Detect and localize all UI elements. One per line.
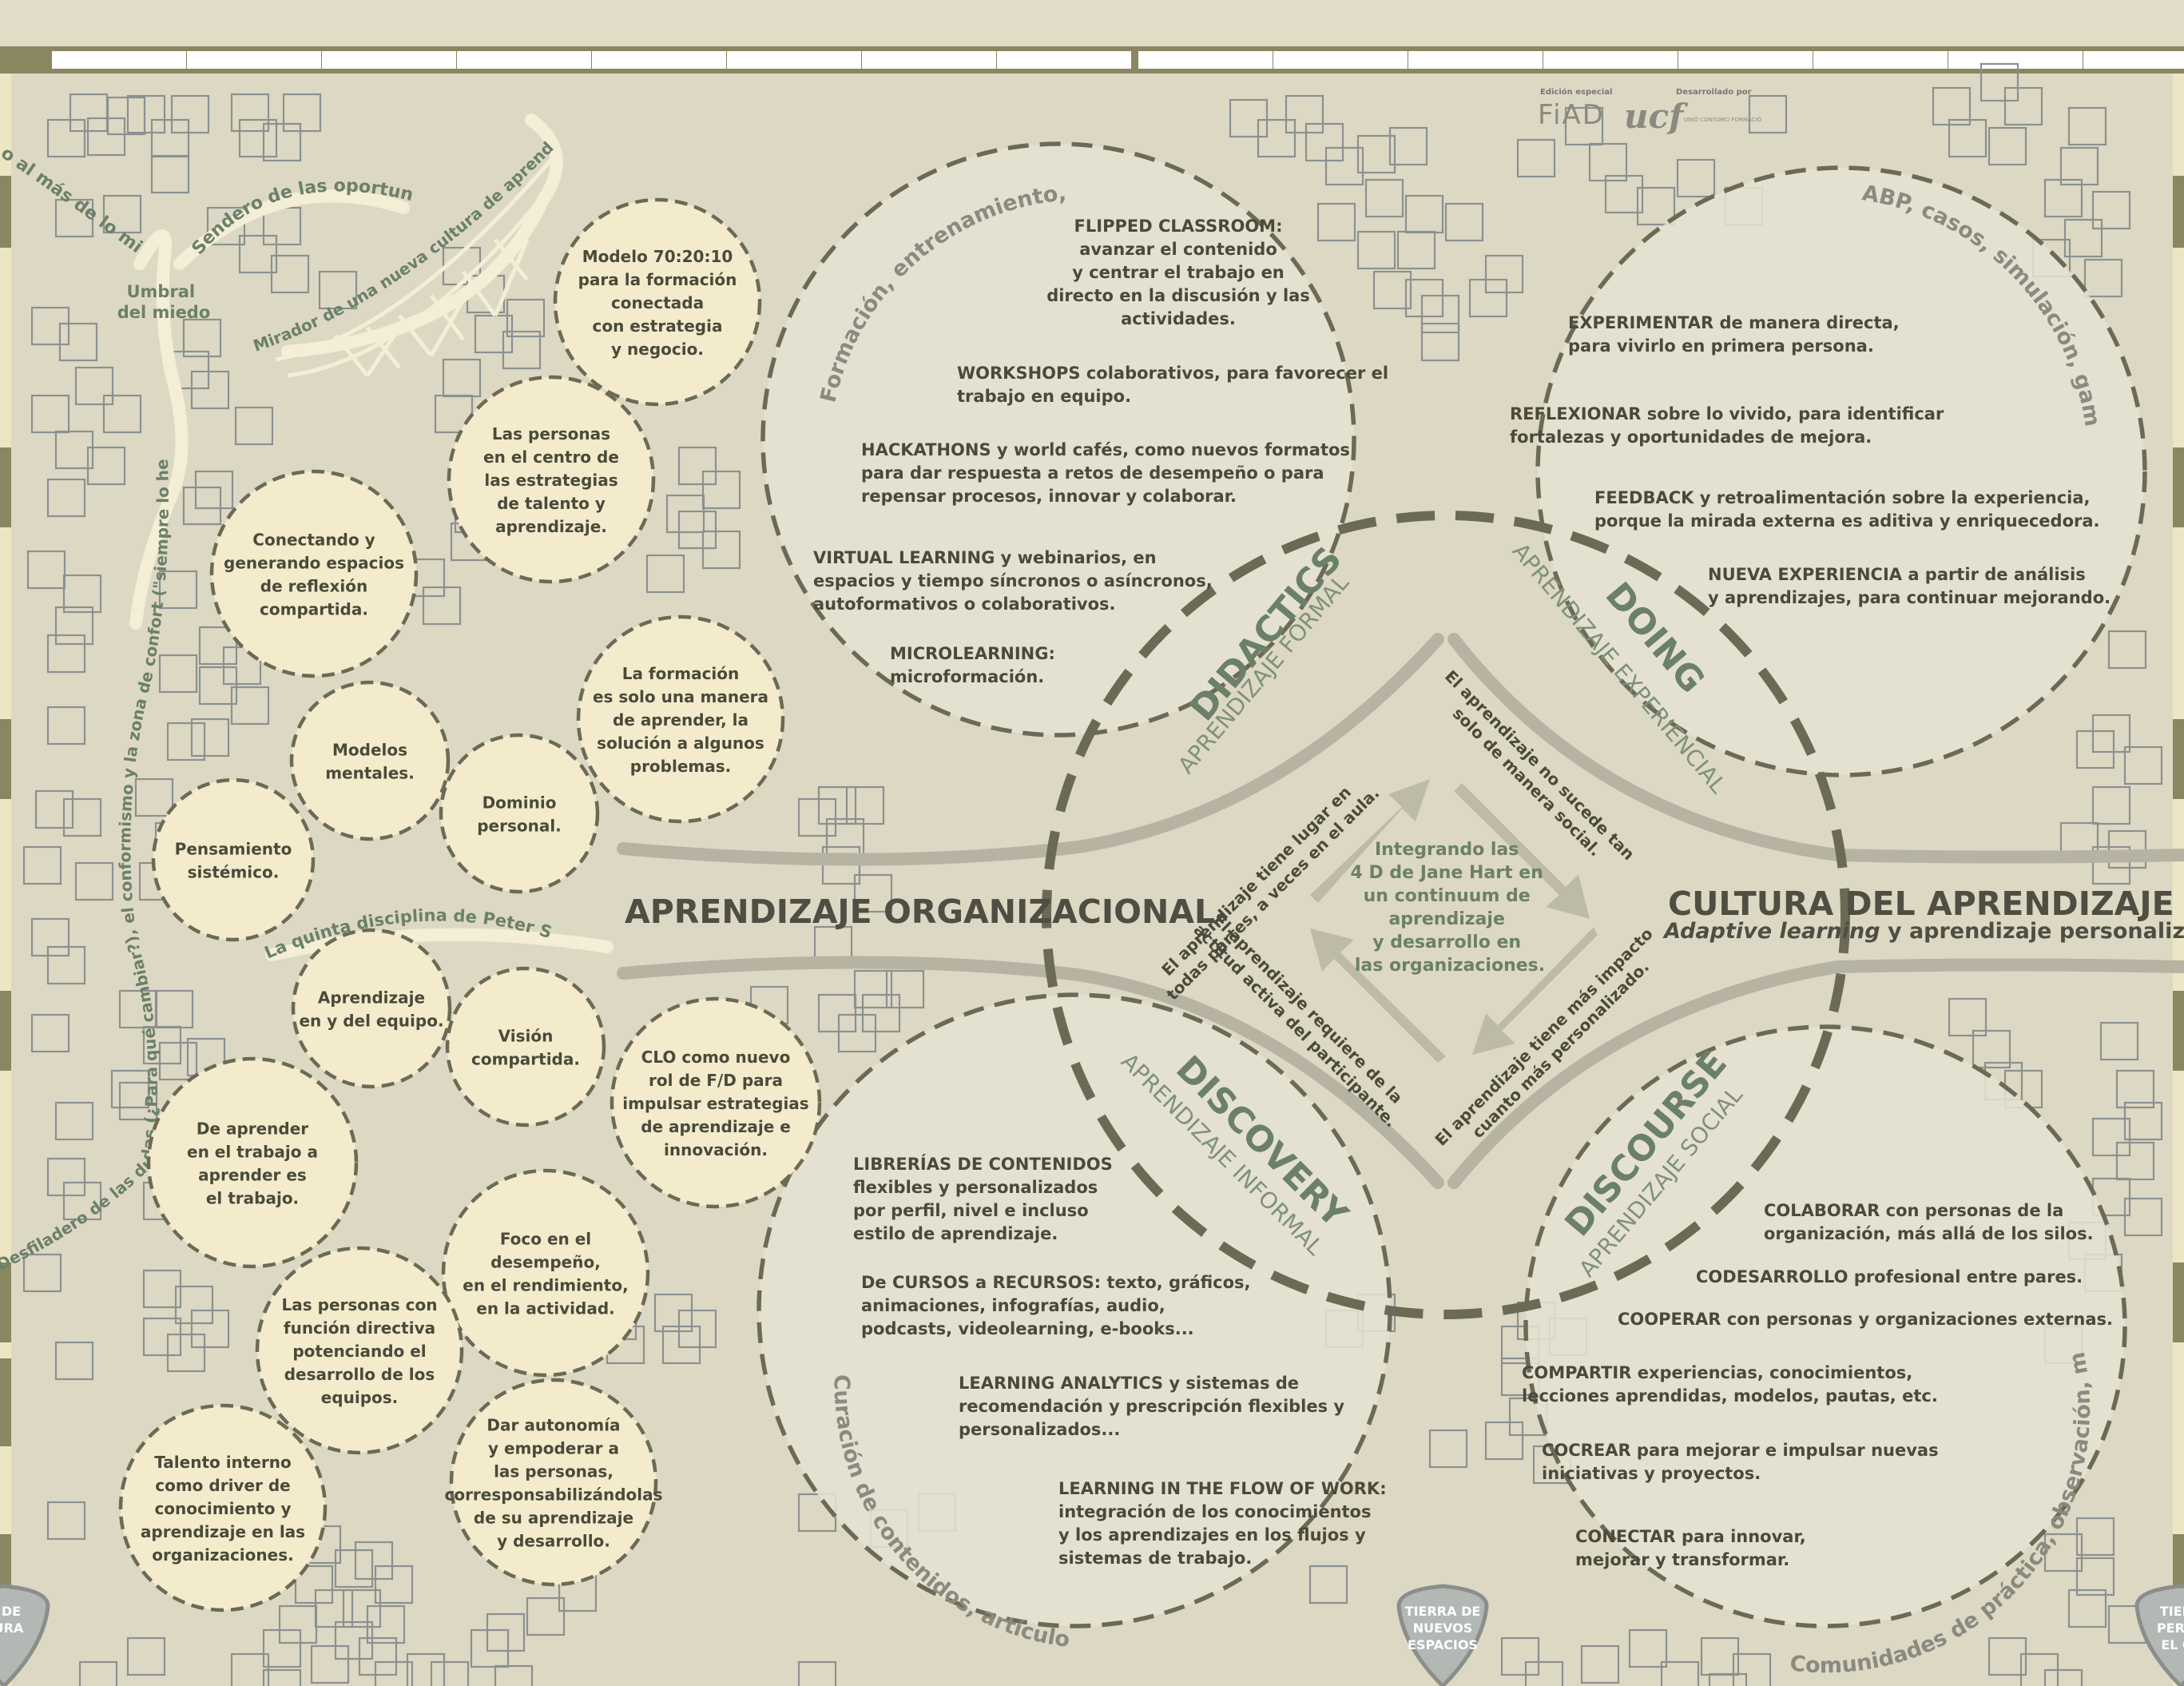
circle-cdeaprender — [146, 1056, 359, 1269]
discourse-item-compartir: COMPARTIR experiencias, conocimientos,le… — [1522, 1363, 1938, 1406]
circle-ctalento — [118, 1403, 328, 1612]
badge-left-text: A DETURA — [0, 1604, 24, 1636]
circle-cfoco — [441, 1168, 650, 1378]
circle-cautonomia — [449, 1378, 658, 1587]
title-organizational-learning: APRENDIZAJE ORGANIZACIONAL — [625, 893, 1215, 931]
doing-item-feedback: FEEDBACK y retroalimentación sobre la ex… — [1594, 488, 2100, 531]
svg-text:Umbral del miedo: Umbral del miedo — [117, 282, 211, 322]
brand-edition: Edición especial — [1540, 87, 1612, 97]
title-learning-culture: CULTURA DEL APRENDIZAJE — [1668, 885, 2174, 923]
badge-left — [0, 1584, 50, 1686]
center-line-3: un continuum de — [1364, 886, 1531, 906]
circle-cpersonas — [447, 375, 656, 584]
didactics-item-hackathons: HACKATHONS y world cafés, como nuevos fo… — [861, 440, 1350, 506]
circle-cclo — [610, 996, 822, 1209]
center-line-5: y desarrollo en — [1372, 932, 1521, 952]
center-line-1: Integrando las — [1375, 840, 1519, 860]
doing-item-experimentar: EXPERIMENTAR de manera directa,para vivi… — [1568, 313, 1900, 356]
didactics-item-workshops: WORKSHOPS colaborativos, para favorecer … — [957, 364, 1388, 406]
circle-cformacion — [576, 614, 785, 824]
center-line-2: 4 D de Jane Hart en — [1350, 863, 1543, 883]
center-line-4: aprendizaje — [1388, 909, 1504, 929]
subtitle-learning-culture: Adaptive learning y aprendizaje personal… — [1662, 919, 2184, 944]
path-label-comfort: Desfiladero de las dudas (¿Para qué camb… — [0, 0, 173, 1274]
center-line-6: las organizaciones. — [1355, 956, 1545, 976]
fear-label-1: Umbral — [126, 282, 195, 301]
discovery-item-flow: LEARNING IN THE FLOW OF WORK:integración… — [1058, 1479, 1387, 1568]
discourse-item-codesarrollo: CODESARROLLO profesional entre pares. — [1696, 1267, 2083, 1286]
discourse-item-conectar: CONECTAR para innovar,mejorar y transfor… — [1575, 1527, 1806, 1569]
svg-text:Desfiladero de las dudas (¿Par: Desfiladero de las dudas (¿Para qué camb… — [0, 0, 173, 1274]
subtitle-em: Adaptive learning — [1662, 919, 1880, 944]
badge-right — [2134, 1584, 2184, 1686]
circle-cpensam — [151, 777, 316, 942]
doing-item-reflexionar: REFLEXIONAR sobre lo vivido, para identi… — [1510, 404, 1944, 447]
circle-cdominio — [439, 733, 600, 894]
circle-cdirect — [255, 1246, 464, 1455]
badge-center — [1396, 1584, 1489, 1686]
badge-right-text: TIERRPERSOEL CE — [2157, 1604, 2184, 1652]
circle-cconect — [209, 469, 419, 678]
brand-ucf-sub: UNIÓ CONSORCI FORMACIÓ — [1684, 116, 1761, 123]
discourse-item-cooperar: COOPERAR con personas y organizaciones e… — [1618, 1310, 2113, 1329]
brand-fiad-logo: FiAD — [1538, 99, 1605, 131]
subtitle-rest: y aprendizaje personalizado — [1880, 919, 2184, 944]
circle-c7020 — [553, 197, 762, 407]
arrow-tr-line-1: El aprendizaje no sucede tan — [1441, 666, 1638, 864]
brand-developed-by: Desarrollado por — [1676, 88, 1752, 97]
discovery-item-cursos: De CURSOS a RECURSOS: texto, gráficos,an… — [861, 1273, 1251, 1338]
svg-text:Integrando las 4 D de Jane: Integrando las 4 D de Jane Hart en un co… — [1350, 840, 1549, 976]
didactics-item-micro: MICROLEARNING:microformación. — [890, 644, 1055, 686]
arrow-tr-line-2: solo de manera social. — [1449, 704, 1606, 861]
circle-cmodelos — [289, 680, 451, 841]
circle-cvision — [445, 966, 606, 1127]
fear-label-2: del miedo — [117, 303, 211, 322]
circle-capreq — [291, 928, 452, 1089]
brand-ucf-logo: ucf — [1624, 97, 1689, 136]
